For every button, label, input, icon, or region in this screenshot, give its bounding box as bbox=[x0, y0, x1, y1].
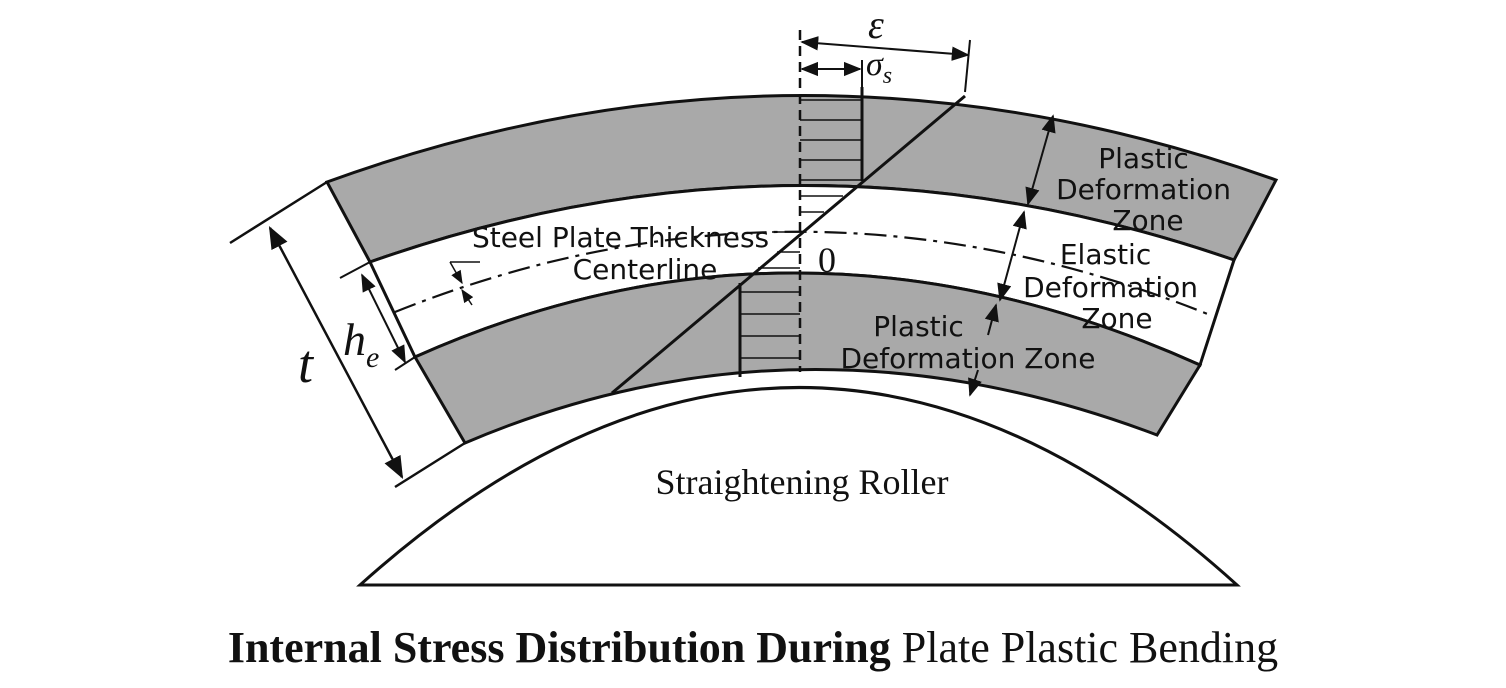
caption-normal: Plate Plastic Bending bbox=[901, 623, 1279, 672]
elastic-zone-label: Elastic Deformation Zone bbox=[1023, 238, 1207, 335]
t-label: t bbox=[298, 334, 315, 394]
plastic-bottom-thickness-arrow-up bbox=[984, 303, 999, 336]
sigma-label: σs bbox=[866, 46, 892, 89]
stress-distribution-profile bbox=[611, 87, 966, 395]
t-bottom-extension bbox=[394, 441, 466, 489]
plastic-zone-bottom-band bbox=[412, 271, 1203, 445]
epsilon-label: ε bbox=[868, 2, 884, 47]
elastic-thickness-arrow bbox=[997, 210, 1027, 302]
roller-label: Straightening Roller bbox=[656, 462, 949, 502]
epsilon-extension-line bbox=[964, 39, 971, 93]
caption-bold: Internal Stress Distribution During bbox=[227, 623, 891, 672]
plastic-top-thickness-arrow bbox=[1025, 114, 1056, 206]
bending-diagram: ε σs 0 t he Steel Plate Thickness Center… bbox=[229, 2, 1279, 587]
he-bottom-extension bbox=[394, 356, 416, 371]
centerline-label: Steel Plate Thickness Centerline bbox=[472, 221, 778, 286]
epsilon-dimension-arrow bbox=[800, 36, 970, 61]
t-top-extension bbox=[229, 180, 328, 245]
t-dimension-arrow bbox=[268, 226, 404, 479]
he-label: he bbox=[343, 314, 379, 374]
zero-label: 0 bbox=[818, 240, 836, 280]
he-top-extension bbox=[339, 261, 371, 279]
he-dimension-arrow bbox=[361, 273, 406, 364]
plastic-zone-top-label: Plastic Deformation Zone bbox=[1056, 142, 1240, 237]
straightening-roller bbox=[356, 386, 1241, 587]
figure-caption: Internal Stress Distribution During Plat… bbox=[0, 622, 1506, 673]
plastic-zone-bottom-label: Plastic Deformation Zone bbox=[840, 310, 1095, 375]
centerline-offset-lower bbox=[461, 288, 474, 306]
plastic-bottom-thickness-arrow-down bbox=[968, 369, 982, 397]
centerline-offset-upper bbox=[449, 261, 463, 285]
